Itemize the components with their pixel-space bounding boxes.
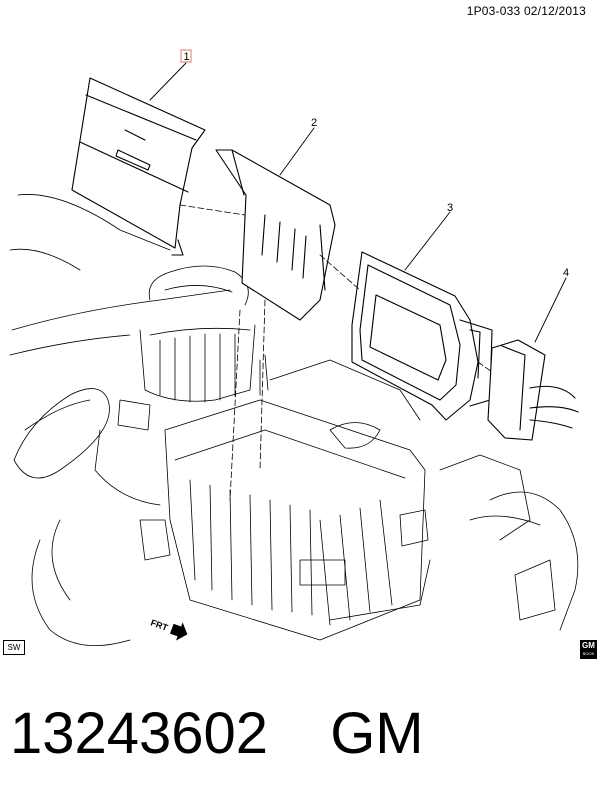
front-arrow-icon (170, 622, 188, 641)
callout-4: 4 (563, 267, 569, 279)
gm-badge-sub: BOOK (582, 651, 595, 656)
diagram-date: 02/12/2013 (523, 4, 586, 18)
exploded-parts-diagram: 1 2 3 4 FRT (9, 49, 579, 646)
part-3-control-module (351, 251, 493, 421)
part-4-connector (487, 339, 579, 441)
front-label: FRT (149, 617, 169, 633)
sw-badge: SW (3, 640, 25, 655)
front-direction-indicator: FRT (149, 617, 188, 641)
callout-2: 2 (311, 117, 317, 129)
diagram-reference-code: 1P03-033 02/12/2013 (467, 4, 586, 18)
assembly-alignment-lines (179, 204, 493, 501)
callout-1-box (180, 49, 192, 63)
part-2-bracket (215, 149, 336, 321)
part-number: 13243602 (10, 701, 269, 766)
diagram-code: 1P03-033 (466, 4, 521, 18)
gm-logo-badge: GM BOOK (580, 640, 597, 659)
callout-leader-lines (149, 62, 567, 343)
part-1-cover (71, 77, 206, 256)
callout-3: 3 (447, 202, 453, 214)
gm-badge-main: GM (582, 641, 595, 650)
callout-1: 1 (184, 51, 190, 63)
part-number-caption: 13243602 GM (10, 694, 600, 774)
part-brand: GM (330, 701, 424, 766)
